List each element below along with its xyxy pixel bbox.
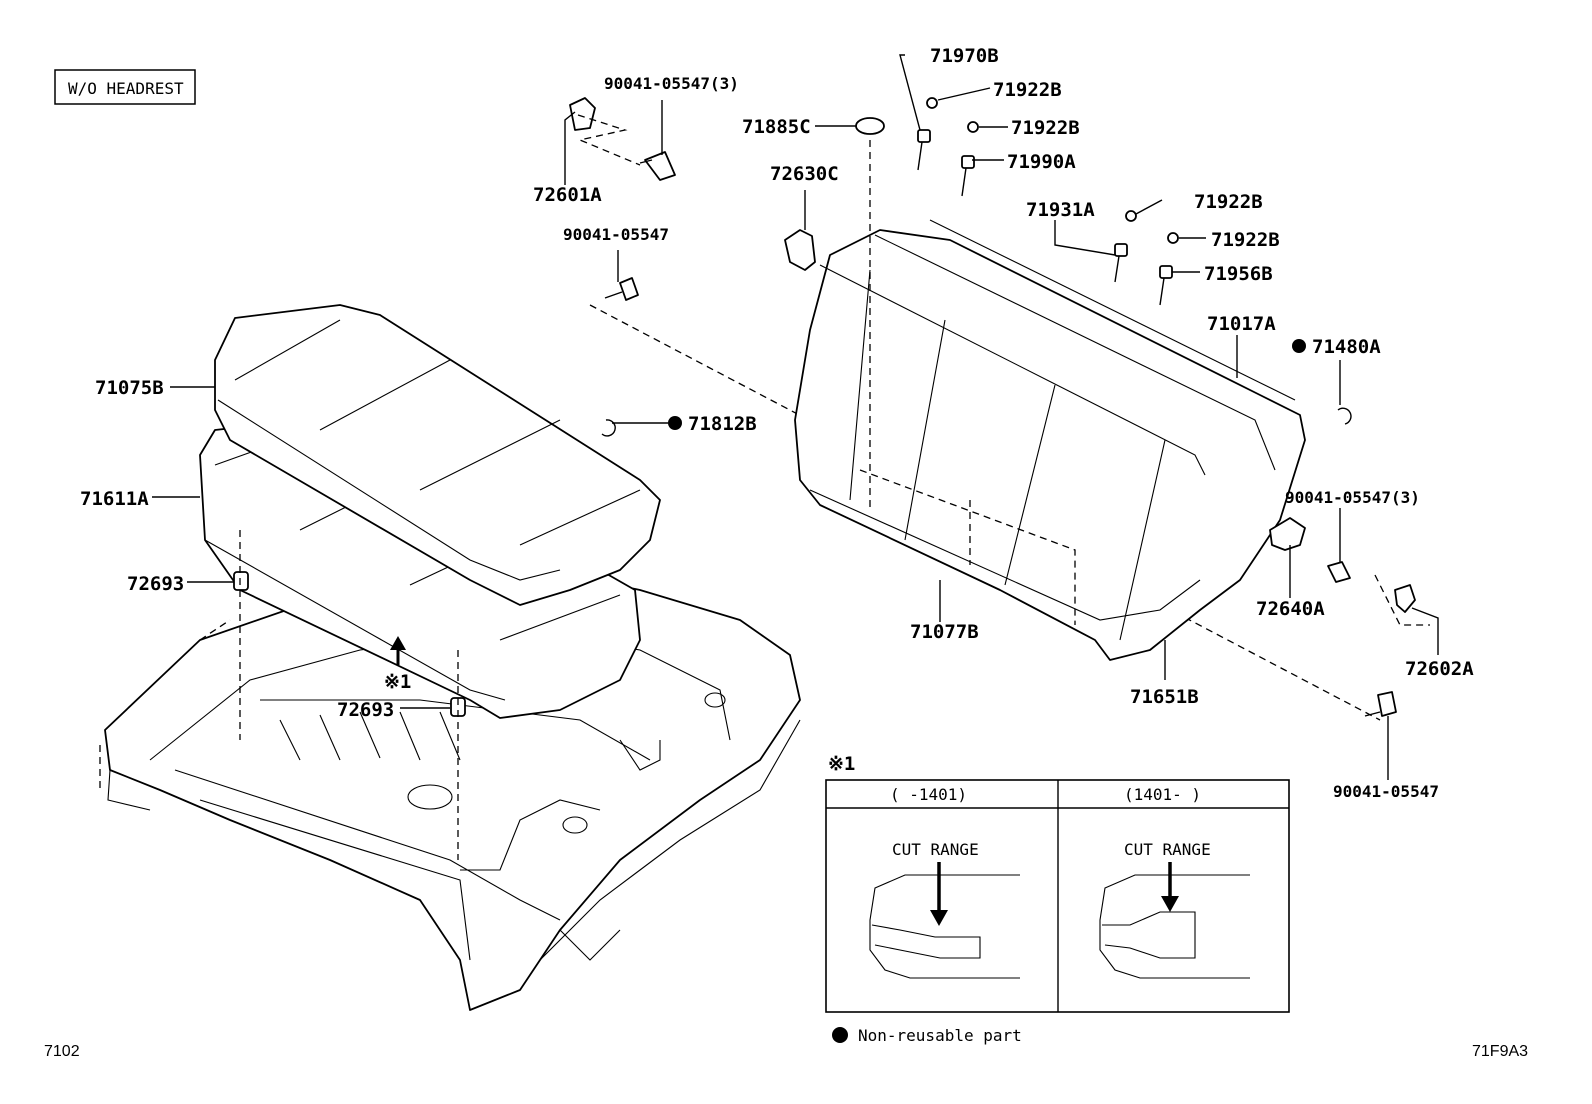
leader-lines bbox=[152, 54, 1439, 780]
label-72693-b: 72693 bbox=[337, 699, 394, 721]
clip-71480A bbox=[1337, 407, 1352, 425]
bolt-71956B bbox=[1159, 265, 1173, 306]
label-71017A: 71017A bbox=[1207, 313, 1276, 335]
inset-col2-header: (1401- ) bbox=[1124, 785, 1201, 804]
label-72640A: 72640A bbox=[1256, 598, 1325, 620]
bolt-90041-05547-top bbox=[639, 151, 676, 181]
inset-col1-header: ( -1401) bbox=[890, 785, 967, 804]
label-71651B: 71651B bbox=[1130, 686, 1199, 708]
label-71970B: 71970B bbox=[930, 45, 999, 67]
label-71922B-3: 71922B bbox=[1194, 191, 1263, 213]
label-71931A: 71931A bbox=[1026, 199, 1095, 221]
footer-right-code: 71F9A3 bbox=[1472, 1043, 1528, 1060]
footer-left-code: 7102 bbox=[44, 1043, 80, 1060]
label-71922B-4: 71922B bbox=[1211, 229, 1280, 251]
legend-text: Non-reusable part bbox=[858, 1026, 1022, 1045]
cap-71885C bbox=[855, 117, 885, 135]
label-90041-05547-left: 90041-05547 bbox=[563, 225, 669, 244]
inset-col2-label: CUT RANGE bbox=[1124, 840, 1211, 859]
label-72630C: 72630C bbox=[770, 163, 839, 185]
nut-71922B-2 bbox=[967, 121, 979, 133]
label-71480A: 71480A bbox=[1312, 336, 1381, 358]
non-reusable-dot-71812B bbox=[668, 416, 682, 430]
headrest-tag: W/O HEADREST bbox=[54, 69, 196, 105]
label-71611A: 71611A bbox=[80, 488, 149, 510]
bolt-71970B bbox=[917, 129, 931, 171]
note-arrow: ※1 bbox=[384, 636, 411, 693]
headrest-tag-text: W/O HEADREST bbox=[68, 79, 184, 98]
label-71922B-1: 71922B bbox=[993, 79, 1062, 101]
non-reusable-dot-71480A bbox=[1292, 339, 1306, 353]
bracket-72602A bbox=[1394, 584, 1416, 613]
clip-72693-a bbox=[233, 571, 249, 591]
label-90041-05547-3-top: 90041-05547(3) bbox=[604, 74, 739, 93]
label-71885C: 71885C bbox=[742, 116, 811, 138]
clip-71812B bbox=[601, 419, 616, 437]
inset-col1-label: CUT RANGE bbox=[892, 840, 979, 859]
seat-back bbox=[794, 219, 1306, 661]
bolt-90041-05547-left bbox=[604, 277, 639, 301]
bolt-71931A bbox=[1114, 243, 1128, 283]
label-71812B: 71812B bbox=[688, 413, 757, 435]
nut-71922B-1 bbox=[926, 97, 938, 109]
label-72602A: 72602A bbox=[1405, 658, 1474, 680]
note-mark: ※1 bbox=[384, 671, 411, 693]
bracket-72640A bbox=[1269, 517, 1306, 551]
label-71956B: 71956B bbox=[1204, 263, 1273, 285]
label-72693-a: 72693 bbox=[127, 573, 184, 595]
legend: Non-reusable part bbox=[832, 1026, 1022, 1045]
inset-detail: ※1 ( -1401) (1401- ) CUT RANGE CUT RANGE bbox=[825, 753, 1290, 1013]
label-71077B: 71077B bbox=[910, 621, 979, 643]
non-reusable-dot-legend bbox=[832, 1027, 848, 1043]
label-71990A: 71990A bbox=[1007, 151, 1076, 173]
seat-cushion bbox=[199, 304, 661, 719]
label-71075B: 71075B bbox=[95, 377, 164, 399]
label-71922B-2: 71922B bbox=[1011, 117, 1080, 139]
label-90041-05547-3-right: 90041-05547(3) bbox=[1285, 488, 1420, 507]
nut-71922B-3 bbox=[1125, 210, 1137, 222]
nut-71922B-4 bbox=[1167, 232, 1179, 244]
bolt-71990A bbox=[961, 155, 975, 197]
bracket-72601A bbox=[569, 97, 596, 131]
bolt-90041-05547-right bbox=[1327, 561, 1351, 583]
bolt-90041-05547-bottom bbox=[1364, 691, 1397, 717]
inset-mark: ※1 bbox=[828, 753, 855, 775]
label-72601A: 72601A bbox=[533, 184, 602, 206]
hinge-72630C bbox=[784, 229, 816, 271]
label-90041-05547-bottom: 90041-05547 bbox=[1333, 782, 1439, 801]
